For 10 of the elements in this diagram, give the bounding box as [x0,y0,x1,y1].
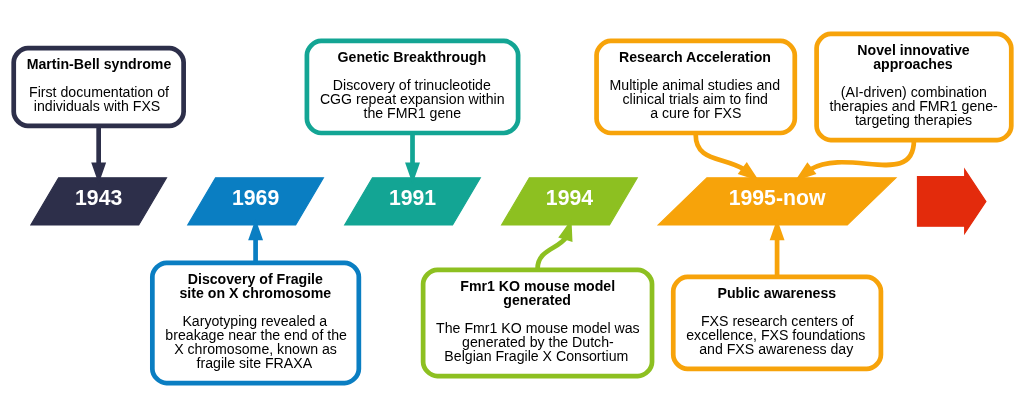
node-box: Fmr1 KO mouse model generated The Fmr1 KO mouse model was generated by the Dutch-Belgian Fragile X Consortium [420,267,654,378]
node-box: Novel innovative approaches (AI-driven) combination therapies and FMR1 gene-targeting therapies [813,31,1014,142]
node-box: Public awareness FXS research centers of excellence, FXS foundations and FXS awareness day [670,274,883,371]
arrow [692,133,759,181]
arrow [794,139,916,181]
node-box: Discovery of Fragile site on X chromosome Karyotyping revealed a breakage near the end of the X chromosome, known as fragile site FRAXA [149,259,361,385]
node-box: Genetic Breakthrough Discovery of trinucleotide CGG repeat expansion within the FMR1 gene [304,38,520,135]
node-box: Research Acceleration Multiple animal studies and clinical trials aim to find a cure for FXS [593,38,797,135]
node-box: Martin-Bell syndrome First documentation of individuals with FXS [10,45,186,128]
node-arrow [916,167,987,235]
